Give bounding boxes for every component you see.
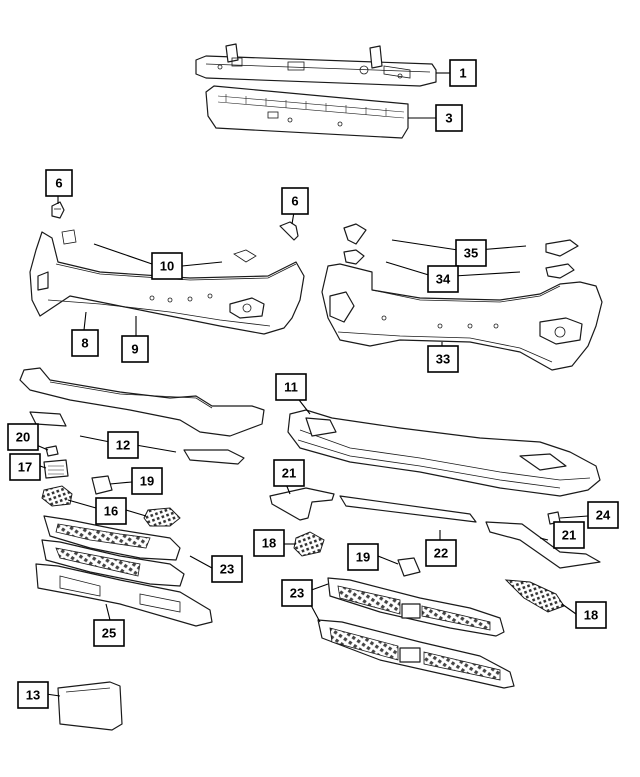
- part-35-trim: [343, 223, 579, 257]
- callout-22: 22: [425, 539, 457, 567]
- svg-text:35: 35: [464, 246, 478, 261]
- part-34-trim: [343, 249, 575, 279]
- svg-text:12: 12: [116, 438, 130, 453]
- part-11-lower-fascia-right: [287, 409, 601, 497]
- svg-text:8: 8: [81, 336, 88, 351]
- part-3-energy-absorber: [205, 85, 409, 139]
- callout-33: 33: [427, 345, 459, 373]
- svg-text:21: 21: [282, 466, 296, 481]
- callout-20: 20: [7, 423, 39, 451]
- callout-19-right: 19: [347, 543, 379, 571]
- part-9-front-fascia: [29, 229, 305, 335]
- part-18-grille-insert-right: [504, 579, 565, 613]
- part-21-molding-left: [269, 487, 335, 521]
- part-6-clip-right: [279, 221, 299, 241]
- callout-18-right: 18: [575, 601, 607, 629]
- svg-text:3: 3: [445, 111, 452, 126]
- callout-6-left: 6: [45, 169, 73, 197]
- part-12-lower-fascia-left: [19, 367, 265, 465]
- callout-1: 1: [449, 59, 477, 87]
- callout-6-right: 6: [281, 187, 309, 215]
- svg-text:20: 20: [16, 430, 30, 445]
- callout-23-left: 23: [211, 555, 243, 583]
- part-23-grille-right: [317, 577, 515, 689]
- callout-13: 13: [17, 681, 49, 709]
- svg-text:17: 17: [18, 460, 32, 475]
- svg-text:16: 16: [104, 504, 118, 519]
- callout-12: 12: [107, 431, 139, 459]
- callout-21-right: 21: [553, 521, 585, 549]
- svg-text:10: 10: [160, 259, 174, 274]
- part-19-cap-left: [91, 475, 113, 495]
- part-13-license-bracket: [57, 681, 123, 731]
- svg-text:6: 6: [291, 194, 298, 209]
- callout-34: 34: [427, 265, 459, 293]
- callout-3: 3: [435, 104, 463, 132]
- svg-text:23: 23: [220, 562, 234, 577]
- part-19-cap-right: [397, 557, 421, 577]
- part-6-clip-left: [51, 201, 65, 219]
- svg-text:24: 24: [596, 508, 611, 523]
- svg-text:11: 11: [284, 380, 298, 395]
- part-16-grille-insert: [41, 485, 181, 527]
- callout-18-left: 18: [253, 529, 285, 557]
- callout-19-left: 19: [131, 467, 163, 495]
- callout-21-left: 21: [273, 459, 305, 487]
- part-25-skid-plate: [35, 563, 213, 627]
- svg-text:21: 21: [562, 528, 576, 543]
- svg-text:1: 1: [459, 66, 466, 81]
- callout-16: 16: [95, 497, 127, 525]
- callout-23-right: 23: [281, 579, 313, 607]
- callout-17: 17: [9, 453, 41, 481]
- svg-text:18: 18: [584, 608, 598, 623]
- part-21-molding-right: [485, 521, 601, 569]
- svg-text:22: 22: [434, 546, 448, 561]
- part-17-bracket: [43, 459, 69, 479]
- callout-24: 24: [587, 501, 619, 529]
- svg-text:23: 23: [290, 586, 304, 601]
- svg-text:18: 18: [262, 536, 276, 551]
- callout-10: 10: [151, 252, 183, 280]
- part-33-front-fascia: [321, 263, 603, 371]
- svg-text:25: 25: [102, 626, 116, 641]
- svg-text:33: 33: [436, 352, 450, 367]
- callout-8: 8: [71, 329, 99, 357]
- svg-text:6: 6: [55, 176, 62, 191]
- svg-text:34: 34: [436, 272, 451, 287]
- part-20-clip: [45, 445, 59, 457]
- svg-text:9: 9: [131, 342, 138, 357]
- part-22-center-molding: [339, 495, 477, 523]
- part-18-grille-insert-left: [293, 531, 325, 557]
- svg-text:19: 19: [140, 474, 154, 489]
- part-23-grille-left: [41, 515, 185, 587]
- svg-text:13: 13: [26, 688, 40, 703]
- part-1-bumper-reinforcement: [195, 43, 437, 87]
- callout-11: 11: [275, 373, 307, 401]
- callout-25: 25: [93, 619, 125, 647]
- svg-text:19: 19: [356, 550, 370, 565]
- callout-35: 35: [455, 239, 487, 267]
- callout-9: 9: [121, 335, 149, 363]
